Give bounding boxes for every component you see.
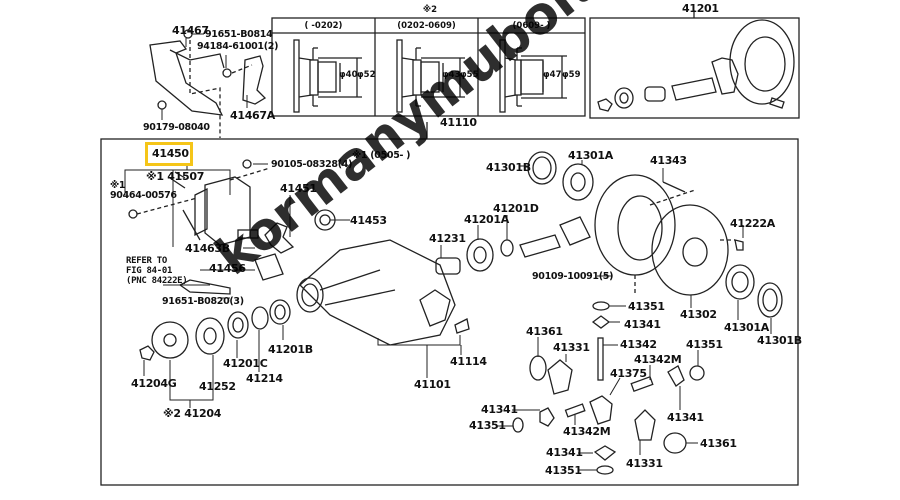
part-label-41467a[interactable]: 41467A	[230, 109, 275, 122]
inset-dim-inner-3: φ47	[543, 70, 562, 80]
part-label-41302[interactable]: 41302	[680, 308, 717, 321]
part-label-41341-d[interactable]: 41341	[546, 446, 583, 459]
part-label-41231[interactable]: 41231	[429, 232, 466, 245]
note-mark-1: ※1	[110, 180, 126, 191]
inset-sizes-frame	[271, 17, 586, 117]
inset-note-mark: ※2	[422, 5, 438, 15]
transfer-assembly-sketch	[128, 159, 271, 246]
part-label-90179-08040[interactable]: 90179-08040	[143, 122, 210, 133]
refer-text-line3: (PNC 84222E)	[126, 276, 188, 286]
part-label-41301a-right[interactable]: 41301A	[724, 321, 769, 334]
inset-dim-inner-2: φ43	[442, 70, 461, 80]
part-label-41201a[interactable]: 41201A	[464, 213, 509, 226]
part-label-41351-d[interactable]: 41351	[545, 464, 582, 477]
bracket-leaders	[161, 33, 248, 120]
pinion-bearings-sketch	[435, 151, 594, 275]
flange-sketch-1	[293, 39, 362, 113]
part-label-41361-a[interactable]: 41361	[526, 325, 563, 338]
part-label-41351-c[interactable]: 41351	[469, 419, 506, 432]
part-label-91651-b0814[interactable]: 91651-B0814	[205, 29, 273, 40]
inset-dim-outer-2: φ55	[460, 70, 479, 80]
part-label-41451[interactable]: 41451	[280, 182, 317, 195]
part-label-41331-b[interactable]: 41331	[626, 457, 663, 470]
part-label-41342m-a[interactable]: 41342M	[634, 353, 682, 366]
ring-gear-case-sketch	[594, 174, 783, 318]
flange-sketch-2	[396, 39, 465, 113]
part-label-41101[interactable]: 41101	[414, 378, 451, 391]
ring-pinion-sketch	[597, 19, 795, 112]
flange-leaders	[143, 325, 284, 408]
part-label-41351-a[interactable]: 41351	[628, 300, 665, 313]
flange-bearings-sketch	[139, 299, 291, 361]
main-frame	[100, 138, 799, 486]
part-label-94184-61001[interactable]: 94184-61001(2)	[197, 41, 279, 52]
part-label-41201c[interactable]: 41201C	[223, 357, 268, 370]
differential-carrier-sketch	[296, 239, 470, 346]
inset-col-header-1: ( -0202)	[304, 21, 343, 31]
part-label-41201d[interactable]: 41201D	[493, 202, 539, 215]
inset-col-header-2: (0202-0609)	[397, 21, 456, 31]
part-label-41114[interactable]: 41114	[450, 355, 487, 368]
part-label-41507[interactable]: ※1 41507	[146, 170, 205, 183]
part-label-41252[interactable]: 41252	[199, 380, 236, 393]
part-label-41204[interactable]: ※2 41204	[163, 407, 222, 420]
part-label-41222a[interactable]: 41222A	[730, 217, 775, 230]
pinion-leaders	[440, 160, 612, 277]
part-label-41342m-b[interactable]: 41342M	[563, 425, 611, 438]
part-label-41204g[interactable]: 41204G	[131, 377, 177, 390]
refer-text-line1: REFER TO	[126, 256, 167, 266]
inset-col-header-3: (0609- )	[512, 21, 551, 31]
part-label-41351-b[interactable]: 41351	[686, 338, 723, 351]
inset-dim-outer-1: φ52	[357, 70, 376, 80]
refer-text-line2[interactable]: FIG 84-01	[126, 266, 173, 276]
part-label-41453[interactable]: 41453	[350, 214, 387, 227]
part-label-41110[interactable]: 41110	[440, 116, 477, 129]
part-label-41301b-right[interactable]: 41301B	[757, 334, 802, 347]
part-label-90105-08328[interactable]: 90105-08328(4)	[271, 159, 353, 170]
part-label-41301a-top[interactable]: 41301A	[568, 149, 613, 162]
part-label-41467[interactable]: 41467	[172, 24, 209, 37]
flange-sketch-3	[499, 39, 567, 113]
carrier-leaders	[377, 335, 462, 378]
part-label-91651-b0820[interactable]: 91651-B0820(3)	[162, 296, 244, 307]
bracket-sketch	[149, 29, 267, 138]
spider-leaders	[497, 305, 699, 471]
part-label-90464-00576[interactable]: 90464-00576	[110, 190, 177, 201]
part-label-41301b-top[interactable]: 41301B	[486, 161, 531, 174]
selected-part-highlight	[145, 142, 193, 166]
part-label-41201[interactable]: 41201	[682, 2, 719, 15]
case-leaders	[662, 168, 772, 334]
part-label-41341-c[interactable]: 41341	[667, 411, 704, 424]
part-label-41341-b[interactable]: 41341	[481, 403, 518, 416]
part-label-41361-b[interactable]: 41361	[700, 437, 737, 450]
part-label-41342[interactable]: 41342	[620, 338, 657, 351]
part-label-41456[interactable]: 41456	[209, 262, 246, 275]
part-label-41450[interactable]: 41450	[152, 147, 189, 160]
part-label-41201b[interactable]: 41201B	[268, 343, 313, 356]
part-label-41375[interactable]: 41375	[610, 367, 647, 380]
section-note: ※1 (0505- )	[352, 150, 411, 161]
part-label-41214[interactable]: 41214	[246, 372, 283, 385]
part-label-41341-a[interactable]: 41341	[624, 318, 661, 331]
inset-dim-inner-1: φ40	[339, 70, 358, 80]
part-label-41343[interactable]: 41343	[650, 154, 687, 167]
part-label-90109-10091[interactable]: 90109-10091(5)	[532, 271, 614, 282]
yoke-sketch	[178, 209, 336, 295]
part-label-41463b[interactable]: 41463B	[185, 242, 230, 255]
assembly-leaders	[124, 163, 350, 299]
inset-dim-outer-3: φ59	[562, 70, 581, 80]
part-label-41331-a[interactable]: 41331	[553, 341, 590, 354]
